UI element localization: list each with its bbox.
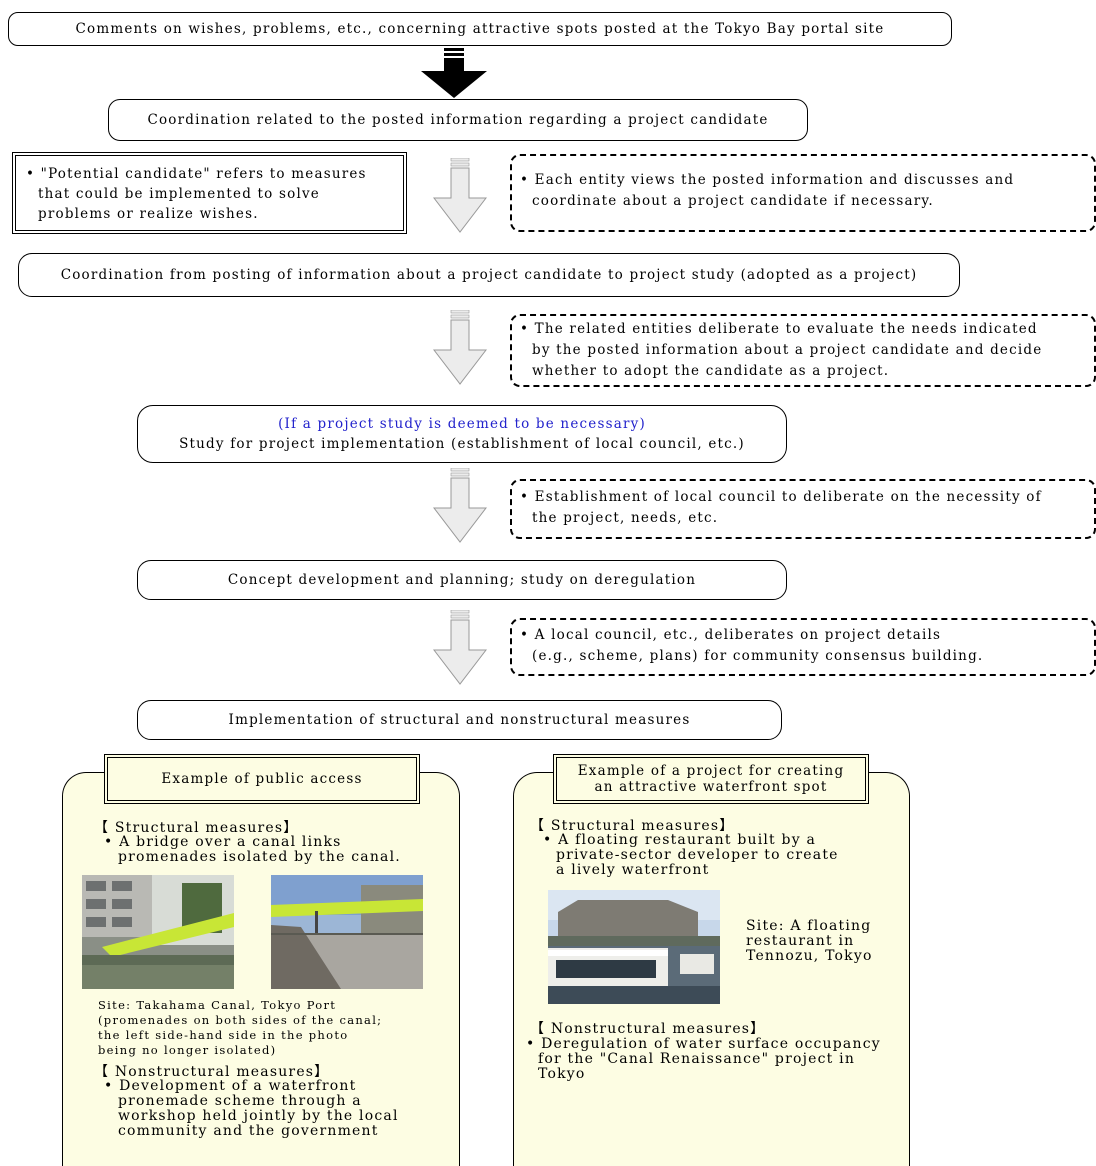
left-structural-heading: 【 Structural measures】	[94, 820, 299, 836]
down-arrow-icon	[432, 310, 488, 385]
right-site-label: restaurant in	[746, 933, 855, 949]
bridge-photo-promenade	[271, 875, 423, 989]
step-portal-comments-text: Comments on wishes, problems, etc., conc…	[75, 21, 885, 37]
side-note-line: the project, needs, etc.	[532, 510, 719, 526]
left-nonstructural-line: workshop held jointly by the local	[118, 1108, 399, 1124]
bridge-photo-side	[82, 875, 234, 989]
left-site-caption: the left side-hand side in the photo	[98, 1028, 349, 1042]
right-structural-line: private-sector developer to create	[556, 847, 839, 863]
public-access-title: Example of public access	[104, 754, 420, 804]
left-structural-line: • A bridge over a canal links	[104, 834, 342, 850]
side-note-line: (e.g., scheme, plans) for community cons…	[532, 648, 984, 664]
side-note-line: • Each entity views the posted informati…	[520, 172, 1015, 188]
side-note-line: • The related entities deliberate to eva…	[520, 321, 1038, 337]
step-coordination-posted: Coordination related to the posted infor…	[108, 99, 808, 141]
down-arrow-icon	[432, 610, 488, 685]
note-line: problems or realize wishes.	[38, 206, 259, 222]
step-project-study: (If a project study is deemed to be nece…	[137, 405, 787, 463]
left-nonstructural-heading: 【 Nonstructural measures】	[94, 1064, 330, 1080]
right-nonstructural-line: for the "Canal Renaissance" project in	[538, 1051, 856, 1067]
side-note-line: coordinate about a project candidate if …	[532, 193, 934, 209]
side-note-consensus: • A local council, etc., deliberates on …	[510, 618, 1096, 676]
waterfront-spot-title: Example of a project for creating an att…	[553, 754, 869, 804]
note-line: • "Potential candidate" refers to measur…	[26, 166, 367, 182]
down-arrow-icon	[432, 468, 488, 543]
public-access-title-text: Example of public access	[161, 771, 363, 787]
left-site-caption: (promenades on both sides of the canal;	[98, 1013, 383, 1027]
note-line: that could be implemented to solve	[38, 186, 320, 202]
potential-candidate-note: • "Potential candidate" refers to measur…	[12, 152, 407, 234]
right-nonstructural-line: • Deregulation of water surface occupanc…	[526, 1036, 881, 1052]
step-implementation: Implementation of structural and nonstru…	[137, 700, 782, 740]
step-concept-development-text: Concept development and planning; study …	[227, 572, 697, 588]
step-project-study-text: Study for project implementation (establ…	[179, 436, 745, 452]
left-structural-line: promenades isolated by the canal.	[118, 849, 401, 865]
step-implementation-text: Implementation of structural and nonstru…	[228, 712, 691, 728]
side-note-line: • Establishment of local council to deli…	[520, 489, 1042, 505]
side-note-line: by the posted information about a projec…	[532, 342, 1043, 358]
waterfront-spot-title-text: Example of a project for creating	[577, 763, 845, 779]
left-site-caption: being no longer isolated)	[98, 1043, 277, 1057]
right-structural-heading: 【 Structural measures】	[530, 818, 735, 834]
right-structural-line: a lively waterfront	[556, 862, 710, 878]
step-concept-development: Concept development and planning; study …	[137, 560, 787, 600]
side-note-each-entity: • Each entity views the posted informati…	[510, 154, 1096, 232]
right-nonstructural-line: Tokyo	[538, 1066, 586, 1082]
right-site-label: Tennozu, Tokyo	[746, 948, 873, 964]
step-portal-comments: Comments on wishes, problems, etc., conc…	[8, 12, 952, 46]
step-project-study-condition: (If a project study is deemed to be nece…	[278, 416, 646, 432]
waterfront-spot-title-text: an attractive waterfront spot	[594, 779, 828, 795]
right-nonstructural-heading: 【 Nonstructural measures】	[530, 1021, 766, 1037]
left-nonstructural-line: pronemade scheme through a	[118, 1093, 362, 1109]
side-note-related-entities: • The related entities deliberate to eva…	[510, 314, 1096, 387]
side-note-local-council: • Establishment of local council to deli…	[510, 479, 1096, 539]
right-structural-line: • A floating restaurant built by a	[543, 832, 816, 848]
left-nonstructural-line: community and the government	[118, 1123, 379, 1139]
right-site-label: Site: A floating	[746, 918, 872, 934]
step-coordination-to-study-text: Coordination from posting of information…	[60, 267, 918, 283]
black-arrow-icon	[421, 48, 487, 98]
step-coordination-to-study: Coordination from posting of information…	[18, 253, 960, 297]
floating-restaurant-photo	[548, 890, 720, 1004]
left-nonstructural-line: • Development of a waterfront	[104, 1078, 357, 1094]
left-site-caption: Site: Takahama Canal, Tokyo Port	[98, 998, 337, 1012]
down-arrow-icon	[432, 158, 488, 233]
step-coordination-posted-text: Coordination related to the posted infor…	[147, 112, 769, 128]
side-note-line: whether to adopt the candidate as a proj…	[532, 363, 890, 379]
side-note-line: • A local council, etc., deliberates on …	[520, 627, 942, 643]
